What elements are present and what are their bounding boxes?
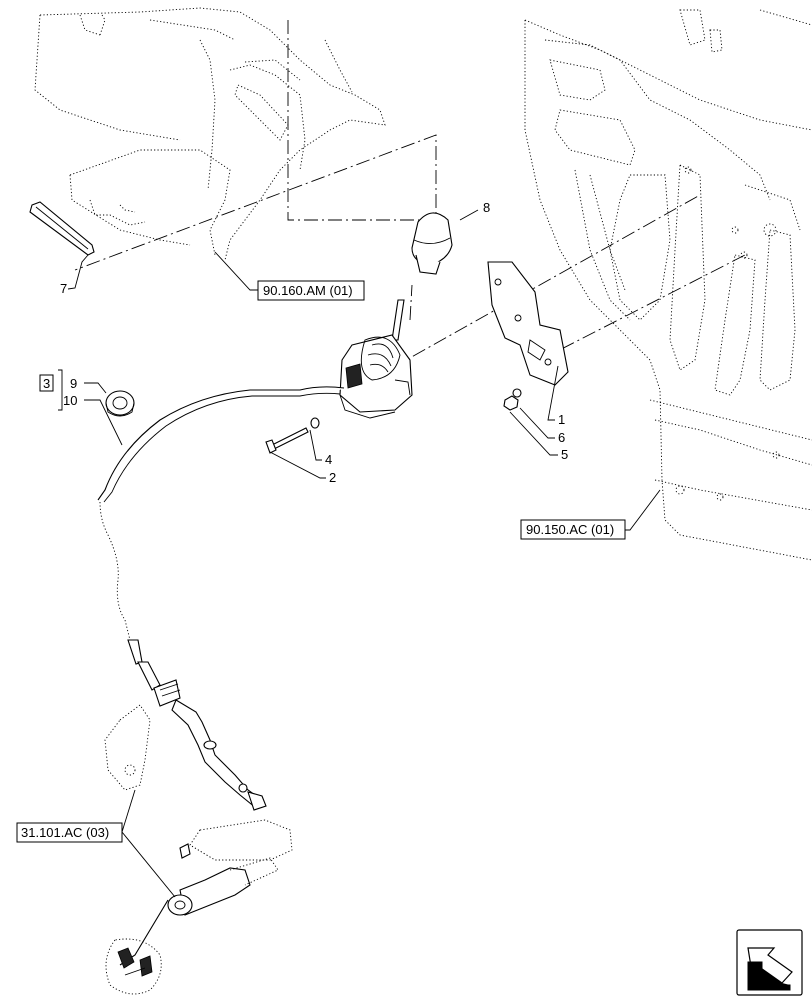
reference-transmission[interactable]: 31.101.AC (03) [16,822,123,843]
part-8-knob [411,212,453,275]
transmission-lever [104,704,293,995]
callout-3: 3 [43,376,50,391]
callout-9: 9 [70,376,77,391]
part-9-10-grommet [105,390,135,417]
reference-side-panel-text: 90.150.AC (01) [526,522,614,537]
leader-lines [58,209,661,898]
reference-cab-panel-text: 90.160.AM (01) [263,283,353,298]
side-panel-outline [524,9,812,561]
callout-5: 5 [561,447,568,462]
callout-4: 4 [325,452,332,467]
callout-3-box [39,374,54,392]
callout-7: 7 [60,281,67,296]
alignment-lines [74,20,746,369]
callout-2: 2 [329,470,336,485]
control-unit [339,334,413,419]
lever-shaft [391,299,405,341]
callout-10: 10 [63,393,77,408]
part-4-washer [310,417,320,429]
callout-6: 6 [558,430,565,445]
callout-1: 1 [558,412,565,427]
part-1-bracket [487,261,569,386]
reference-transmission-text: 31.101.AC (03) [21,825,109,840]
part-7-trim-strip [29,201,95,256]
part-2-bolt [265,427,309,454]
part-5-6-nut-washer [503,388,522,411]
reference-cab-panel[interactable]: 90.160.AM (01) [257,280,365,301]
control-cable [97,386,345,811]
reference-side-panel[interactable]: 90.150.AC (01) [520,519,626,540]
view-direction-arrow-icon [736,929,803,996]
callout-8: 8 [483,200,490,215]
cab-structure-outline [34,7,386,261]
